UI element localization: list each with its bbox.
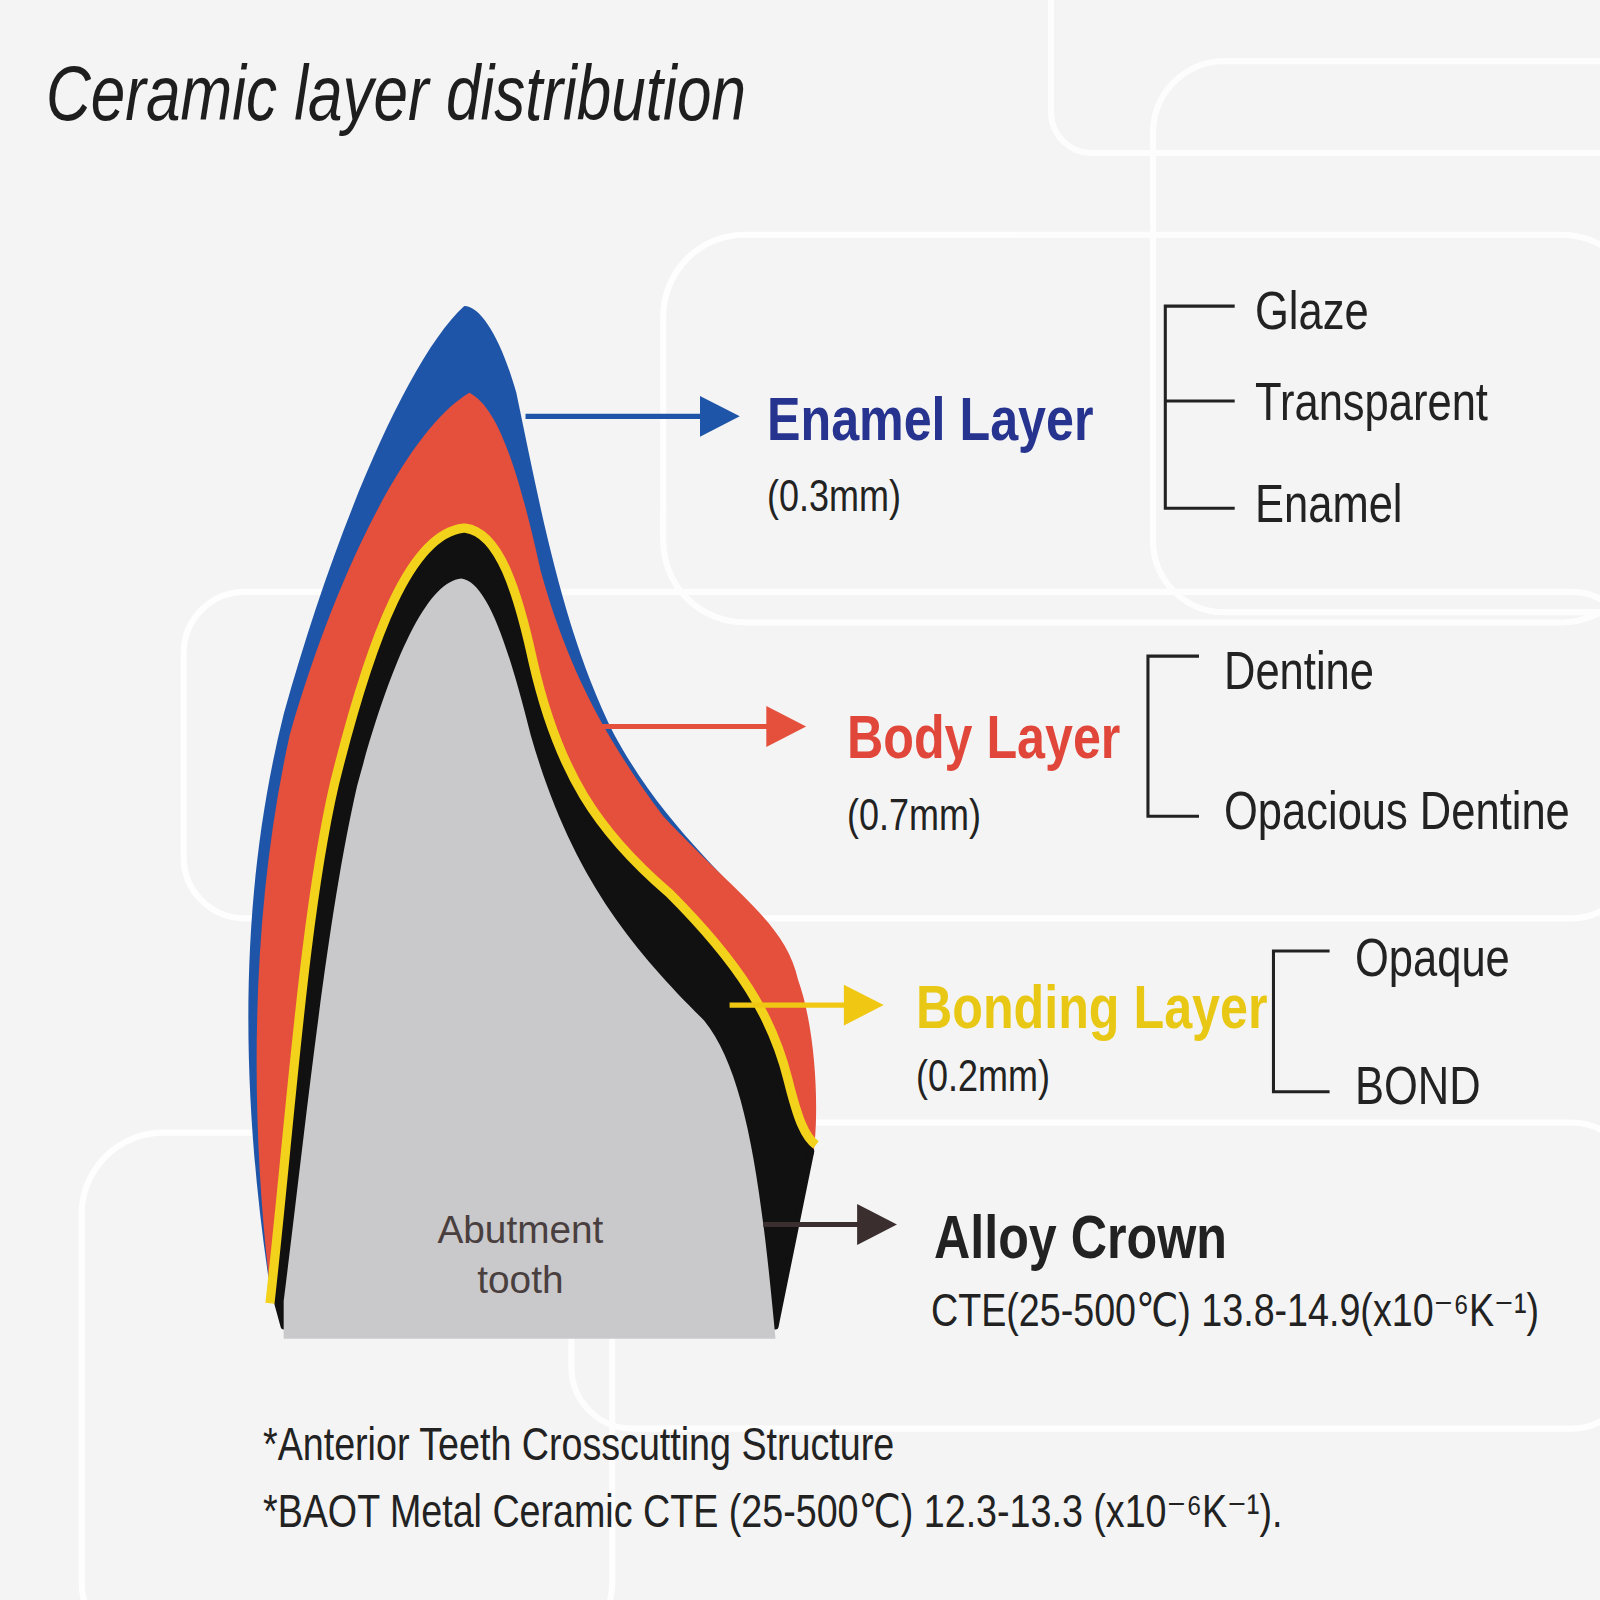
layer-name: Body Layer xyxy=(847,702,1120,772)
abutment-tooth xyxy=(284,579,776,1339)
sublayer-name: BOND xyxy=(1355,1055,1481,1116)
sublayer-name: Opaque xyxy=(1355,927,1510,988)
footnote: *Anterior Teeth Crosscutting Structure xyxy=(263,1418,894,1471)
abutment-label-area: Abutment tooth xyxy=(306,1189,735,1322)
part-name: Alloy Crown xyxy=(934,1202,1227,1272)
cte-value: CTE(25-500℃) 13.8-14.9(x10⁻⁶K⁻¹) xyxy=(931,1284,1539,1337)
tooth-layers xyxy=(248,306,816,1339)
layer-thickness: (0.2mm) xyxy=(916,1051,1050,1101)
diagram-title: Ceramic layer distribution xyxy=(46,49,746,138)
leader-arrows xyxy=(526,396,897,1245)
layer-name: Bonding Layer xyxy=(916,972,1267,1042)
sublayer-name: Transparent xyxy=(1255,371,1488,432)
footnote: *BAOT Metal Ceramic CTE (25-500℃) 12.3-1… xyxy=(263,1485,1282,1538)
sublayer-name: Enamel xyxy=(1255,473,1402,534)
sublayer-name: Glaze xyxy=(1255,280,1369,341)
sublayer-name: Dentine xyxy=(1224,640,1374,701)
node-label: Abutment tooth xyxy=(425,1205,615,1306)
layer-thickness: (0.3mm) xyxy=(767,471,901,521)
layer-name: Enamel Layer xyxy=(767,384,1093,454)
layer-thickness: (0.7mm) xyxy=(847,790,981,840)
background-pattern xyxy=(82,0,1600,1600)
sublayer-name: Opacious Dentine xyxy=(1224,780,1570,841)
